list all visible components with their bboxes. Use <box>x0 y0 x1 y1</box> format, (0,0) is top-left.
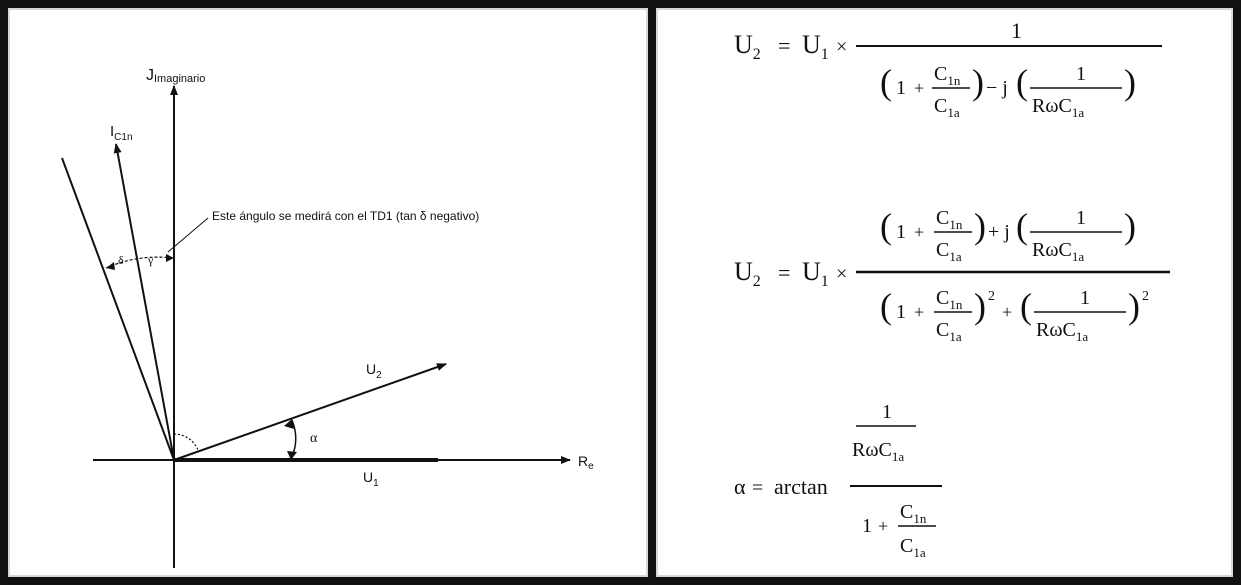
equations-svg: U2 = U1 × 1 ( 1 + C1n C1a ) − j ( 1 RωC1… <box>734 18 1170 560</box>
eq2-num-inner-one: 1 <box>1076 207 1086 229</box>
eq1-c1a: C1a <box>934 95 960 120</box>
eq1-times: × <box>836 36 847 58</box>
eq3-arctan: arctan <box>774 474 828 499</box>
eq2-den-square1: 2 <box>988 289 995 304</box>
eq3-top-one: 1 <box>882 401 892 423</box>
equation-alpha: α = arctan 1 RωC1a 1 + C1n C1a <box>734 401 942 560</box>
delta-gamma-arc <box>105 256 175 269</box>
eq1-numerator-one: 1 <box>1011 18 1022 43</box>
eq1-lhs: U2 <box>734 30 761 63</box>
eq2-num-c1a: C1a <box>936 239 962 264</box>
alpha-arrow-top <box>284 419 294 429</box>
outer-reference-line <box>61 157 175 461</box>
eq2-equals: = <box>778 260 790 285</box>
u2-phasor <box>173 363 447 461</box>
eq2-num-plus-j: + j <box>988 221 1010 243</box>
eq1-romegac: RωC1a <box>1032 95 1084 120</box>
eq1-inner-one: 1 <box>1076 63 1086 85</box>
eq2-den-paren2-close: ) <box>1128 286 1140 326</box>
phasor-diagram-panel: JImaginario IC1n Este ángulo se medirá c… <box>8 8 648 577</box>
eq3-bottom-one: 1 <box>862 515 872 537</box>
eq2-num-plus: + <box>914 222 924 242</box>
eq2-num-romegac: RωC1a <box>1032 239 1084 264</box>
eq3-c1a: C1a <box>900 535 926 560</box>
u1-label: U1 <box>363 469 379 489</box>
right-angle-arc <box>173 433 199 451</box>
ic1n-label: IC1n <box>110 123 133 143</box>
eq2-den-plus2: + <box>1002 302 1012 322</box>
eq3-equals: = <box>752 477 763 499</box>
eq2-den-square2: 2 <box>1142 289 1149 304</box>
eq2-num-c1n: C1n <box>936 207 963 232</box>
eq3-plus: + <box>878 516 888 536</box>
eq1-one: 1 <box>896 77 906 99</box>
eq1-c1n: C1n <box>934 63 961 88</box>
u2-label: U2 <box>366 361 382 381</box>
eq2-den-paren2-open: ( <box>1020 286 1032 326</box>
delta-label: δ <box>118 253 124 267</box>
eq1-paren2-open: ( <box>1016 62 1028 102</box>
eq2-num-one: 1 <box>896 221 906 243</box>
eq2-den-inner-one: 1 <box>1080 287 1090 309</box>
alpha-arrow-bottom <box>287 451 297 460</box>
equation-u2-rationalized: U2 = U1 × ( 1 + C1n C1a ) + j ( 1 RωC1a … <box>734 206 1170 344</box>
gamma-arrow <box>166 254 174 262</box>
eq2-den-paren-open: ( <box>880 286 892 326</box>
eq2-den-romegac: RωC1a <box>1036 319 1088 344</box>
eq2-den-one: 1 <box>896 301 906 323</box>
eq1-equals: = <box>778 33 790 58</box>
alpha-label: α <box>310 431 318 446</box>
eq2-num-paren-open: ( <box>880 206 892 246</box>
eq2-den-c1a: C1a <box>936 319 962 344</box>
real-axis-label: Re <box>578 453 594 472</box>
eq1-paren2-close: ) <box>1124 62 1136 102</box>
eq3-romegac: RωC1a <box>852 439 904 464</box>
annotation-leader <box>167 217 209 253</box>
imaginary-axis-label: JImaginario <box>146 67 205 85</box>
eq2-den-plus: + <box>914 302 924 322</box>
eq1-paren-open: ( <box>880 62 892 102</box>
delta-arrow <box>106 262 115 270</box>
eq2-num-paren2-open: ( <box>1016 206 1028 246</box>
eq1-minus-j: − j <box>986 77 1008 99</box>
equations-panel: U2 = U1 × 1 ( 1 + C1n C1a ) − j ( 1 RωC1… <box>656 8 1233 577</box>
eq1-u1: U1 <box>802 30 829 63</box>
eq3-alpha: α <box>734 474 746 499</box>
eq2-times: × <box>836 263 847 285</box>
eq2-den-c1n: C1n <box>936 287 963 312</box>
equation-u2-complex: U2 = U1 × 1 ( 1 + C1n C1a ) − j ( 1 RωC1… <box>734 18 1162 120</box>
eq1-paren-close: ) <box>972 62 984 102</box>
eq2-num-paren-close: ) <box>974 206 986 246</box>
gamma-label: γ <box>147 253 154 267</box>
angle-note: Este ángulo se medirá con el TD1 (tan δ … <box>212 209 479 223</box>
eq2-u1: U1 <box>802 257 829 290</box>
phasor-diagram: JImaginario IC1n Este ángulo se medirá c… <box>61 67 594 568</box>
ic1n-phasor <box>113 143 175 461</box>
eq2-den-paren-close: ) <box>974 286 986 326</box>
eq2-lhs: U2 <box>734 257 761 290</box>
eq2-num-paren2-close: ) <box>1124 206 1136 246</box>
eq3-c1n: C1n <box>900 501 927 526</box>
eq1-plus: + <box>914 78 924 98</box>
